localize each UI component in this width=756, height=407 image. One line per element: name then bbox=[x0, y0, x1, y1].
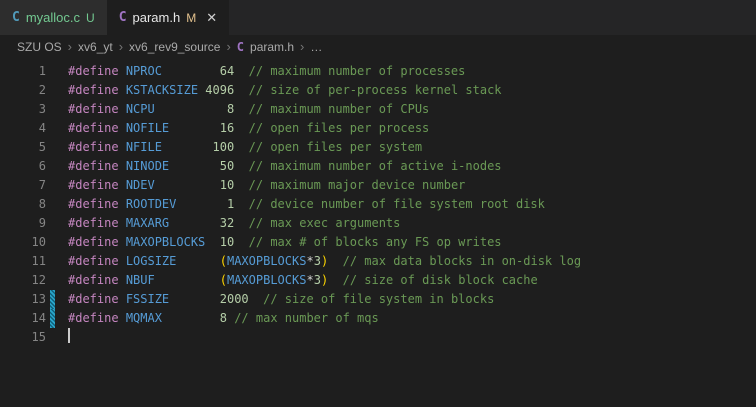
breadcrumb-item-szu-os[interactable]: SZU OS bbox=[17, 39, 62, 54]
line-number: 2 bbox=[38, 83, 46, 97]
breadcrumb-item-symbols[interactable]: … bbox=[310, 39, 323, 54]
code-line[interactable]: 8 #define ROOTDEV 1 // device number of f… bbox=[0, 195, 756, 214]
breadcrumb-item-xv6-rev9-source[interactable]: xv6_rev9_source bbox=[129, 39, 221, 54]
code-text: #define NCPU 8 // maximum number of CPUs bbox=[68, 102, 430, 116]
chevron-right-icon: › bbox=[226, 39, 231, 54]
code-line[interactable]: 15 bbox=[0, 328, 756, 347]
breadcrumb-item-xv6-yt[interactable]: xv6_yt bbox=[78, 39, 113, 54]
line-number: 15 bbox=[31, 330, 46, 344]
gutter-spacer bbox=[50, 252, 55, 271]
close-icon[interactable]: ✕ bbox=[206, 9, 218, 25]
code-text bbox=[68, 328, 70, 347]
code-text: #define NOFILE 16 // open files per proc… bbox=[68, 121, 430, 135]
line-number: 10 bbox=[31, 235, 46, 249]
code-line[interactable]: 1 #define NPROC 64 // maximum number of p… bbox=[0, 62, 756, 81]
code-text: #define ROOTDEV 1 // device number of fi… bbox=[68, 197, 545, 211]
gutter-spacer bbox=[50, 62, 55, 81]
gutter-spacer bbox=[50, 100, 55, 119]
modified-line-marker bbox=[50, 290, 55, 309]
line-number: 11 bbox=[31, 254, 46, 268]
code-text: #define FSSIZE 2000 // size of file syst… bbox=[68, 292, 495, 306]
line-number: 4 bbox=[38, 121, 46, 135]
breadcrumb-item-param.h[interactable]: param.h bbox=[250, 39, 295, 54]
tab-myalloc.c[interactable]: C myalloc.c U bbox=[0, 0, 107, 35]
code-area[interactable]: 1 #define NPROC 64 // maximum number of p… bbox=[0, 58, 756, 347]
code-text: #define NBUF (MAXOPBLOCKS*3) // size of … bbox=[68, 273, 538, 287]
code-line[interactable]: 6 #define NINODE 50 // maximum number of … bbox=[0, 157, 756, 176]
code-text: #define NINODE 50 // maximum number of a… bbox=[68, 159, 502, 173]
code-text: #define NPROC 64 // maximum number of pr… bbox=[68, 64, 466, 78]
h-file-icon: C bbox=[236, 39, 245, 54]
code-text: #define LOGSIZE (MAXOPBLOCKS*3) // max d… bbox=[68, 254, 582, 268]
c-file-icon: C bbox=[12, 10, 20, 25]
code-line[interactable]: 5 #define NFILE 100 // open files per sys… bbox=[0, 138, 756, 157]
line-number: 12 bbox=[31, 273, 46, 287]
tab-param.h[interactable]: C param.h M ✕ bbox=[106, 0, 230, 35]
h-file-icon: C bbox=[118, 10, 127, 25]
line-number: 9 bbox=[38, 216, 46, 230]
gutter-spacer bbox=[50, 119, 55, 138]
breadcrumb: SZU OS › xv6_yt › xv6_rev9_source › C pa… bbox=[0, 35, 756, 58]
code-text: #define NFILE 100 // open files per syst… bbox=[68, 140, 423, 154]
chevron-right-icon: › bbox=[67, 39, 73, 54]
line-number: 5 bbox=[38, 140, 46, 154]
code-line[interactable]: 9 #define MAXARG 32 // max exec arguments bbox=[0, 214, 756, 233]
line-number: 13 bbox=[31, 292, 46, 306]
line-number: 7 bbox=[38, 178, 46, 192]
gutter-spacer bbox=[50, 233, 55, 252]
git-modified-badge: M bbox=[186, 10, 197, 25]
code-text: #define MAXOPBLOCKS 10 // max # of block… bbox=[68, 235, 502, 249]
editor-tab-bar: C myalloc.c U C param.h M ✕ bbox=[0, 0, 756, 35]
code-line[interactable]: 10 #define MAXOPBLOCKS 10 // max # of blo… bbox=[0, 233, 756, 252]
line-number: 6 bbox=[38, 159, 46, 173]
line-number: 1 bbox=[38, 64, 46, 78]
code-line[interactable]: 2 #define KSTACKSIZE 4096 // size of per-… bbox=[0, 81, 756, 100]
tab-label: myalloc.c bbox=[25, 10, 81, 25]
text-cursor bbox=[68, 328, 70, 343]
code-line[interactable]: 3 #define NCPU 8 // maximum number of CPU… bbox=[0, 100, 756, 119]
tab-label: param.h bbox=[132, 10, 181, 25]
gutter-spacer bbox=[50, 138, 55, 157]
code-text: #define MAXARG 32 // max exec arguments bbox=[68, 216, 401, 230]
git-untracked-badge: U bbox=[86, 10, 95, 25]
line-number: 3 bbox=[38, 102, 46, 116]
gutter-spacer bbox=[50, 214, 55, 233]
modified-line-marker bbox=[50, 309, 55, 328]
gutter-spacer bbox=[50, 157, 55, 176]
code-text: #define NDEV 10 // maximum major device … bbox=[68, 178, 466, 192]
code-text: #define MQMAX 8 // max number of mqs bbox=[68, 311, 379, 325]
gutter-spacer bbox=[50, 195, 55, 214]
code-line[interactable]: 11 #define LOGSIZE (MAXOPBLOCKS*3) // max… bbox=[0, 252, 756, 271]
code-line[interactable]: 4 #define NOFILE 16 // open files per pro… bbox=[0, 119, 756, 138]
code-line[interactable]: 14 #define MQMAX 8 // max number of mqs bbox=[0, 309, 756, 328]
chevron-right-icon: › bbox=[300, 39, 305, 54]
chevron-right-icon: › bbox=[118, 39, 124, 54]
code-line[interactable]: 13 #define FSSIZE 2000 // size of file sy… bbox=[0, 290, 756, 309]
code-line[interactable]: 7 #define NDEV 10 // maximum major device… bbox=[0, 176, 756, 195]
line-number: 8 bbox=[38, 197, 46, 211]
gutter-spacer bbox=[50, 328, 55, 347]
gutter-spacer bbox=[50, 271, 55, 290]
code-line[interactable]: 12 #define NBUF (MAXOPBLOCKS*3) // size o… bbox=[0, 271, 756, 290]
line-number: 14 bbox=[31, 311, 46, 325]
gutter-spacer bbox=[50, 176, 55, 195]
code-text: #define KSTACKSIZE 4096 // size of per-p… bbox=[68, 83, 502, 97]
gutter-spacer bbox=[50, 81, 55, 100]
tab-bar-empty-space bbox=[229, 0, 756, 35]
